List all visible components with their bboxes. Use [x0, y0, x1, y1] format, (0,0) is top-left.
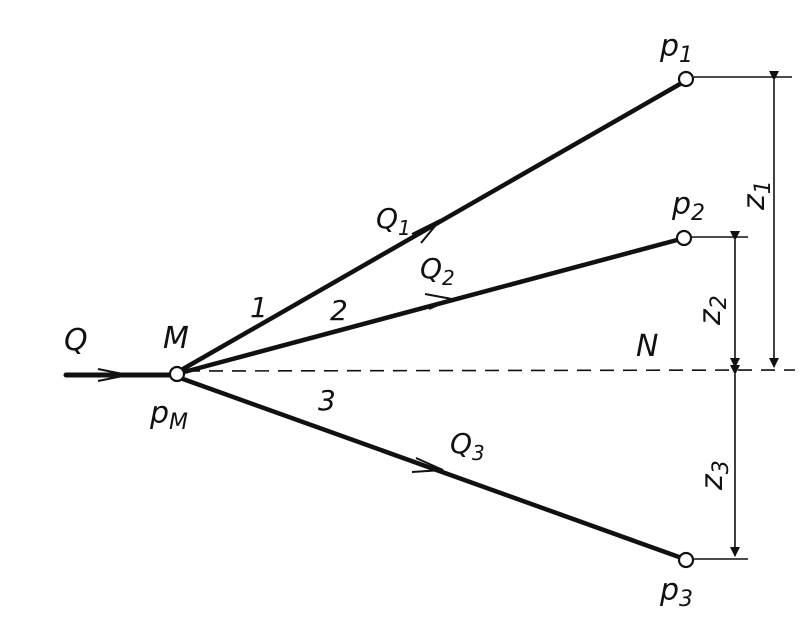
height-3-label: z3 — [695, 460, 734, 491]
height-3-subscript: 3 — [709, 460, 734, 474]
flow-2-subscript: 2 — [442, 266, 455, 290]
flow-1-label: Q1 — [376, 202, 411, 240]
flow-2-symbol: Q — [420, 252, 442, 285]
flow-3-subscript: 3 — [472, 441, 485, 465]
height-1-subscript: 1 — [751, 180, 776, 194]
pipe-2-number: 2 — [330, 294, 348, 327]
flow-3-symbol: Q — [450, 427, 472, 460]
junction-node-m — [168, 365, 186, 383]
end-3-pressure-symbol: p — [659, 573, 679, 608]
end-2-pressure-label: p2 — [671, 187, 705, 226]
junction-pressure-label: pM — [149, 396, 188, 435]
pipe-3 — [180, 376, 682, 560]
height-1-label-group: z1 — [737, 180, 776, 211]
flow-3-label: Q3 — [450, 427, 485, 465]
junction-label: M — [163, 321, 189, 356]
inflow-label: Q — [64, 323, 88, 358]
pipe-3-number: 3 — [318, 384, 336, 417]
pipe-1-number: 1 — [250, 291, 268, 324]
end-2-pressure-subscript: 2 — [691, 201, 705, 226]
pipe-1 — [180, 81, 683, 372]
flow-1-subscript: 1 — [398, 216, 411, 240]
junction-pressure-subscript: M — [169, 410, 188, 435]
end-node-2 — [675, 229, 693, 247]
height-3-symbol: z — [695, 473, 730, 491]
datum-label: N — [636, 329, 658, 364]
flow-2-label: Q2 — [420, 252, 455, 290]
height-2-subscript: 2 — [707, 295, 732, 309]
end-node-3 — [677, 551, 695, 569]
height-1-symbol: z — [737, 193, 772, 211]
inflow-arrow — [97, 368, 129, 382]
height-3-label-group: z3 — [695, 460, 734, 491]
end-3-pressure-label: p3 — [659, 573, 693, 612]
flow-arrow-2 — [424, 293, 456, 310]
height-1-label: z1 — [737, 180, 776, 211]
height-2-label: z2 — [693, 295, 732, 326]
datum-line — [185, 369, 796, 372]
flow-1-symbol: Q — [376, 202, 398, 235]
end-node-1 — [677, 70, 695, 88]
end-1-pressure-subscript: 1 — [679, 43, 693, 68]
flow-arrow-3 — [411, 457, 444, 473]
height-2-label-group: z2 — [693, 295, 732, 326]
end-1-pressure-label: p1 — [659, 29, 693, 68]
height-2-symbol: z — [693, 308, 728, 326]
end-3-pressure-subscript: 3 — [679, 587, 693, 612]
junction-pressure-symbol: p — [149, 396, 169, 431]
end-1-pressure-symbol: p — [659, 29, 679, 64]
end-2-pressure-symbol: p — [671, 187, 691, 222]
pipe-2 — [181, 237, 680, 375]
flow-arrow-1 — [411, 219, 441, 244]
